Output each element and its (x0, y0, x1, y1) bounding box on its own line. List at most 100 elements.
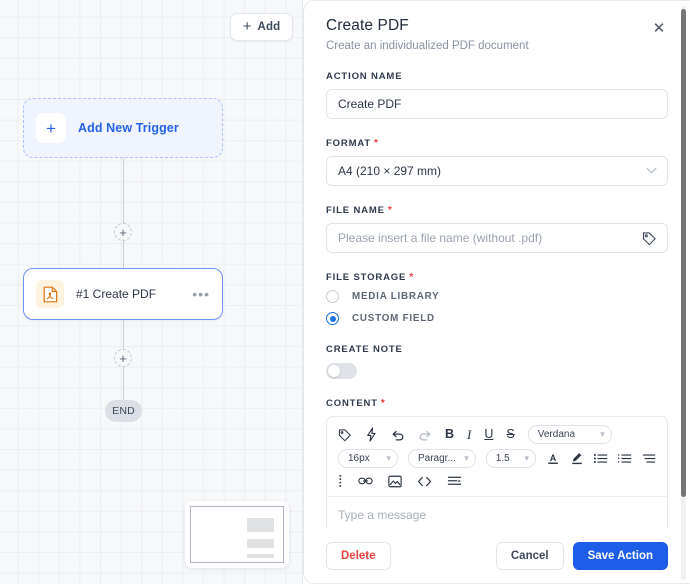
line-height-select[interactable]: 1.5 ▾ (485, 448, 536, 468)
align-icon[interactable] (642, 452, 656, 465)
indent-icon[interactable] (447, 475, 462, 487)
svg-text:A: A (550, 453, 557, 463)
tag-icon[interactable] (338, 428, 352, 442)
add-new-trigger-node[interactable]: + Add New Trigger (23, 98, 223, 158)
ordered-list-icon[interactable] (618, 452, 632, 465)
file-storage-label: FILE STORAGE* (326, 272, 414, 283)
required-marker: * (374, 138, 379, 149)
paragraph-style-select[interactable]: Paragr... ▾ (407, 448, 476, 468)
connector-line (122, 239, 124, 268)
font-family-select[interactable]: Verdana ▾ (527, 425, 612, 444)
redo-icon[interactable] (418, 428, 432, 442)
connector-line (122, 320, 124, 351)
radio-label: CUSTOM FIELD (352, 313, 435, 324)
end-node: END (105, 400, 142, 422)
chevron-down-icon: ▾ (524, 452, 529, 463)
action-settings-panel: Create PDF Create an individualized PDF … (303, 0, 690, 584)
font-size-select[interactable]: 16px ▾ (338, 448, 398, 468)
plus-icon: + (36, 113, 66, 143)
underline-icon[interactable]: U (484, 427, 494, 442)
file-name-field: FILE NAME* Please insert a file name (wi… (326, 205, 668, 253)
file-name-label: FILE NAME* (326, 205, 393, 216)
tag-icon[interactable] (642, 231, 657, 246)
chevron-down-icon: ▾ (386, 452, 391, 463)
font-size-value: 16px (348, 452, 370, 464)
chevron-down-icon: ▾ (464, 452, 469, 463)
editor-toolbar-row-3 (327, 470, 667, 496)
radio-option-custom-field[interactable]: CUSTOM FIELD (326, 312, 668, 325)
add-button[interactable]: + Add (230, 13, 293, 41)
more-vertical-icon[interactable] (338, 474, 343, 488)
content-textarea[interactable]: Type a message (327, 496, 667, 558)
minimap-node (247, 518, 274, 532)
save-action-button[interactable]: Save Action (572, 542, 668, 570)
action-name-label: ACTION NAME (326, 71, 403, 82)
minimap-node (247, 554, 274, 558)
format-value: A4 (210 × 297 mm) (338, 164, 442, 178)
insert-step-button-bottom[interactable]: + (114, 349, 132, 367)
unordered-list-icon[interactable] (594, 452, 608, 465)
required-marker: * (409, 272, 414, 283)
font-family-value: Verdana (537, 429, 576, 440)
panel-scrollbar-thumb[interactable] (681, 9, 686, 497)
plus-icon: + (119, 350, 127, 366)
panel-footer: Delete Cancel Save Action (304, 529, 690, 583)
image-icon[interactable] (388, 475, 402, 488)
radio-label: MEDIA LIBRARY (352, 291, 440, 302)
file-storage-field: FILE STORAGE* MEDIA LIBRARY CUSTOM FIELD (326, 272, 668, 325)
delete-button[interactable]: Delete (326, 542, 391, 570)
minimap-viewport (190, 506, 284, 563)
panel-scroll-area[interactable]: Create PDF Create an individualized PDF … (304, 1, 690, 583)
panel-header: Create PDF Create an individualized PDF … (326, 1, 668, 52)
action-node-label: #1 Create PDF (76, 287, 157, 301)
action-node-create-pdf[interactable]: #1 Create PDF ••• (23, 268, 223, 320)
create-note-label: CREATE NOTE (326, 344, 403, 355)
link-icon[interactable] (358, 475, 373, 487)
required-marker: * (380, 398, 386, 409)
create-note-toggle[interactable] (326, 363, 357, 379)
panel-title: Create PDF (326, 17, 409, 34)
editor-toolbar-row-2: 16px ▾ Paragr... ▾ 1.5 ▾ A (327, 444, 667, 470)
action-name-input[interactable]: Create PDF (326, 89, 668, 119)
insert-step-button-top[interactable]: + (114, 223, 132, 241)
format-field: FORMAT* A4 (210 × 297 mm) (326, 138, 668, 186)
node-menu-icon[interactable]: ••• (192, 286, 210, 302)
line-height-value: 1.5 (495, 452, 510, 464)
editor-toolbar-row-1: B I U S Verdana ▾ (327, 417, 667, 444)
text-color-icon[interactable]: A (546, 451, 560, 466)
file-name-input[interactable]: Please insert a file name (without .pdf) (326, 223, 668, 253)
highlight-pen-icon[interactable] (570, 451, 584, 466)
pdf-file-icon (36, 280, 64, 308)
radio-icon (326, 290, 339, 303)
plus-icon: + (242, 17, 252, 35)
action-name-field: ACTION NAME Create PDF (326, 71, 668, 119)
file-name-placeholder: Please insert a file name (without .pdf) (338, 231, 543, 245)
canvas-minimap[interactable] (185, 501, 289, 568)
add-new-trigger-label: Add New Trigger (78, 121, 179, 135)
workflow-canvas[interactable]: + Add + Add New Trigger + #1 Create PDF … (0, 0, 303, 584)
undo-icon[interactable] (391, 428, 405, 442)
italic-icon[interactable]: I (467, 427, 472, 442)
lightning-icon[interactable] (365, 427, 378, 442)
content-label: CONTENT* (326, 398, 386, 409)
required-marker: * (387, 205, 393, 216)
create-note-field: CREATE NOTE (326, 344, 668, 379)
cancel-button[interactable]: Cancel (495, 542, 564, 570)
radio-icon-selected (326, 312, 339, 325)
close-icon[interactable]: ✕ (652, 19, 666, 37)
plus-icon: + (119, 224, 127, 240)
connector-line (122, 366, 124, 400)
format-label: FORMAT* (326, 138, 379, 149)
format-select[interactable]: A4 (210 × 297 mm) (326, 156, 668, 186)
radio-option-media-library[interactable]: MEDIA LIBRARY (326, 290, 668, 303)
bold-icon[interactable]: B (445, 427, 455, 442)
connector-line (122, 158, 124, 225)
code-icon[interactable] (417, 475, 432, 488)
paragraph-style-value: Paragr... (417, 452, 456, 464)
chevron-down-icon: ▾ (600, 429, 605, 439)
add-button-label: Add (257, 21, 281, 33)
minimap-node (247, 539, 274, 548)
strikethrough-icon[interactable]: S (506, 427, 515, 442)
panel-subtitle: Create an individualized PDF document (326, 40, 529, 52)
